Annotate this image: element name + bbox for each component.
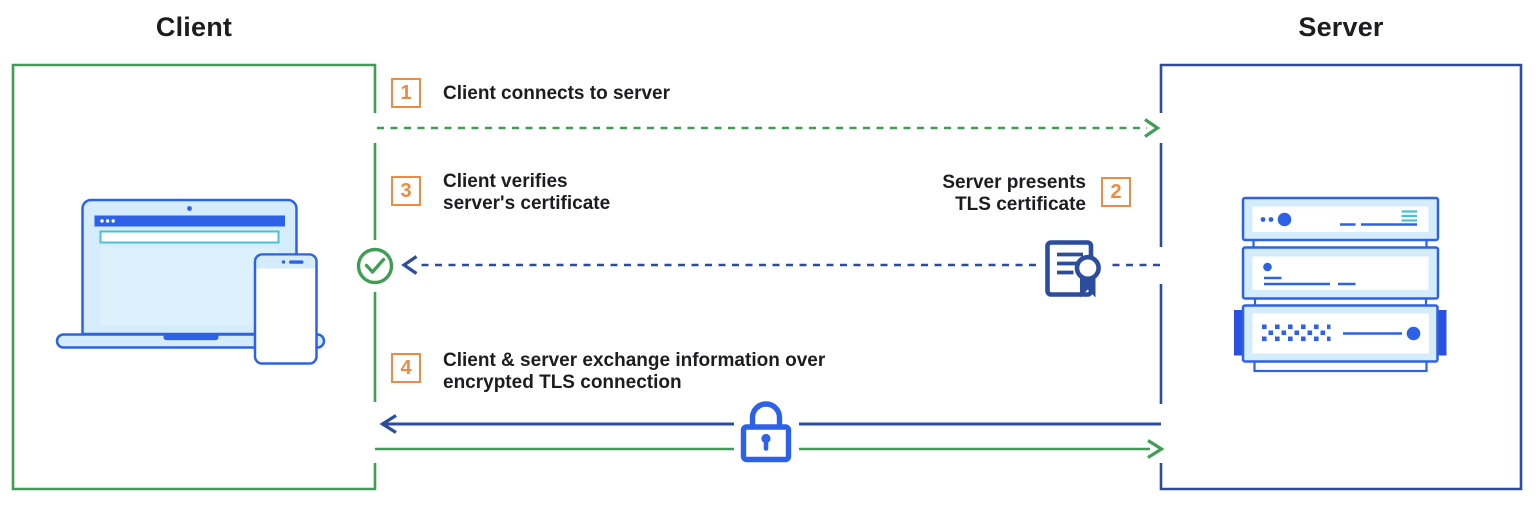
lock-icon [740,401,792,463]
server-title: Server [1298,12,1384,42]
step-2-badge: 2 [1101,177,1131,207]
step-4-label: Client & server exchange information ove… [443,350,826,393]
certificate-arrow [401,255,1160,275]
server-zone-box [1159,63,1523,491]
step-3-label: Client verifies server's certificate [443,171,611,214]
certificate-icon [1045,240,1101,298]
step-4-badge: 4 [391,353,421,383]
step-2-label: Server presents TLS certificate [942,172,1086,215]
client-connects-arrow [377,118,1161,138]
client-zone-box [11,63,377,491]
step-3-badge: 3 [391,176,421,206]
server-rack-icon [1234,196,1447,373]
step-1-label: Client connects to server [443,83,671,104]
phone-icon [253,253,318,365]
client-title: Client [155,12,233,42]
check-circle-icon [356,247,394,285]
laptop-icon [55,198,326,349]
step-1-badge: 1 [391,78,421,108]
encrypted-exchange-arrows [375,414,1165,459]
